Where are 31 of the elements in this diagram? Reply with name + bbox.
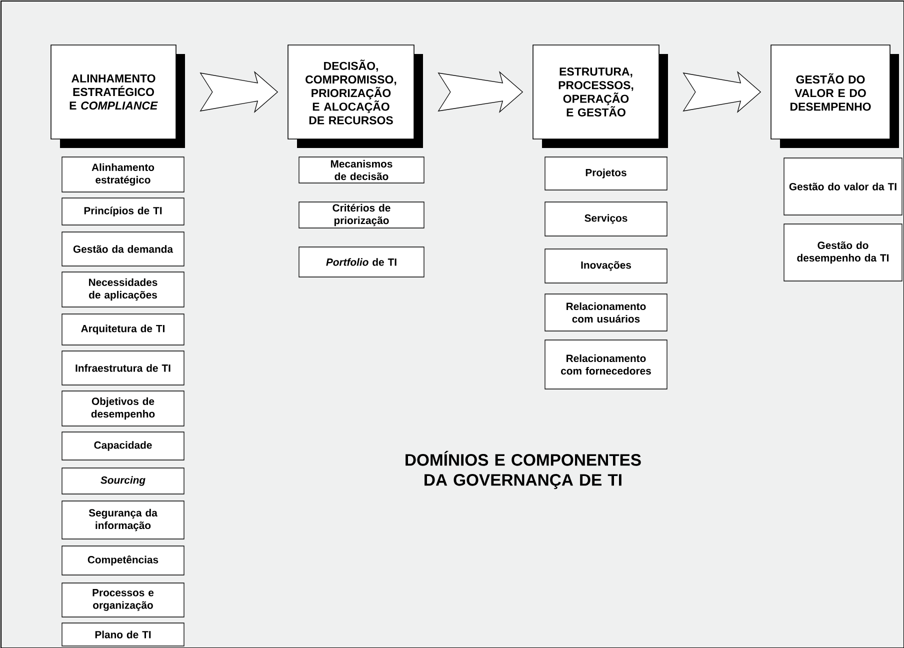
block-arrow <box>200 71 278 113</box>
item-box: Portfolio de TI <box>298 246 424 278</box>
heading-box: ALINHAMENTO ESTRATÉGICO E COMPLIANCE <box>50 44 185 148</box>
item-box: Projetos <box>544 156 668 190</box>
block-arrow <box>682 71 762 113</box>
item-box: Plano de TI <box>62 622 184 646</box>
item-box: Infraestrutura de TI <box>62 350 184 386</box>
item-box: Relacionamento com usuários <box>544 294 668 332</box>
item-box: Segurança da informação <box>62 500 184 540</box>
heading-box: DECISÃO, COMPROMISSO, PRIORIZAÇÃO E ALOCAÇÃO DE RECURSOS <box>288 44 423 148</box>
item-box: Relacionamento com fornecedores <box>544 340 668 390</box>
item-box: Critérios de priorização <box>298 202 424 228</box>
item-box: Competências <box>62 546 184 576</box>
diagram-title: DOMÍNIOS E COMPONENTES DA GOVERNANÇA DE TI <box>406 450 641 490</box>
item-box: Alinhamento estratégico <box>62 156 184 192</box>
item-box: Sourcing <box>62 468 184 494</box>
item-box: Inovações <box>544 248 668 284</box>
item-box: Processos e organização <box>62 582 184 618</box>
item-box: Princípios de TI <box>62 198 184 226</box>
item-box: Gestão da demanda <box>62 232 184 266</box>
item-box: Mecanismos de decisão <box>298 156 424 184</box>
item-box: Arquitetura de TI <box>62 314 184 346</box>
item-box: Gestão do desempenho da TI <box>784 224 902 282</box>
item-box: Necessidades de aplicações <box>62 272 184 308</box>
item-box: Capacidade <box>62 432 184 460</box>
item-box: Serviços <box>544 202 668 236</box>
item-box: Objetivos de desempenho <box>62 390 184 426</box>
block-arrow <box>438 71 524 113</box>
heading-box: ESTRUTURA, PROCESSOS, OPERAÇÃO E GESTÃO <box>532 44 668 148</box>
item-box: Gestão do valor da TI <box>784 158 902 216</box>
heading-box: GESTÃO DO VALOR E DO DESEMPENHO <box>770 44 899 148</box>
